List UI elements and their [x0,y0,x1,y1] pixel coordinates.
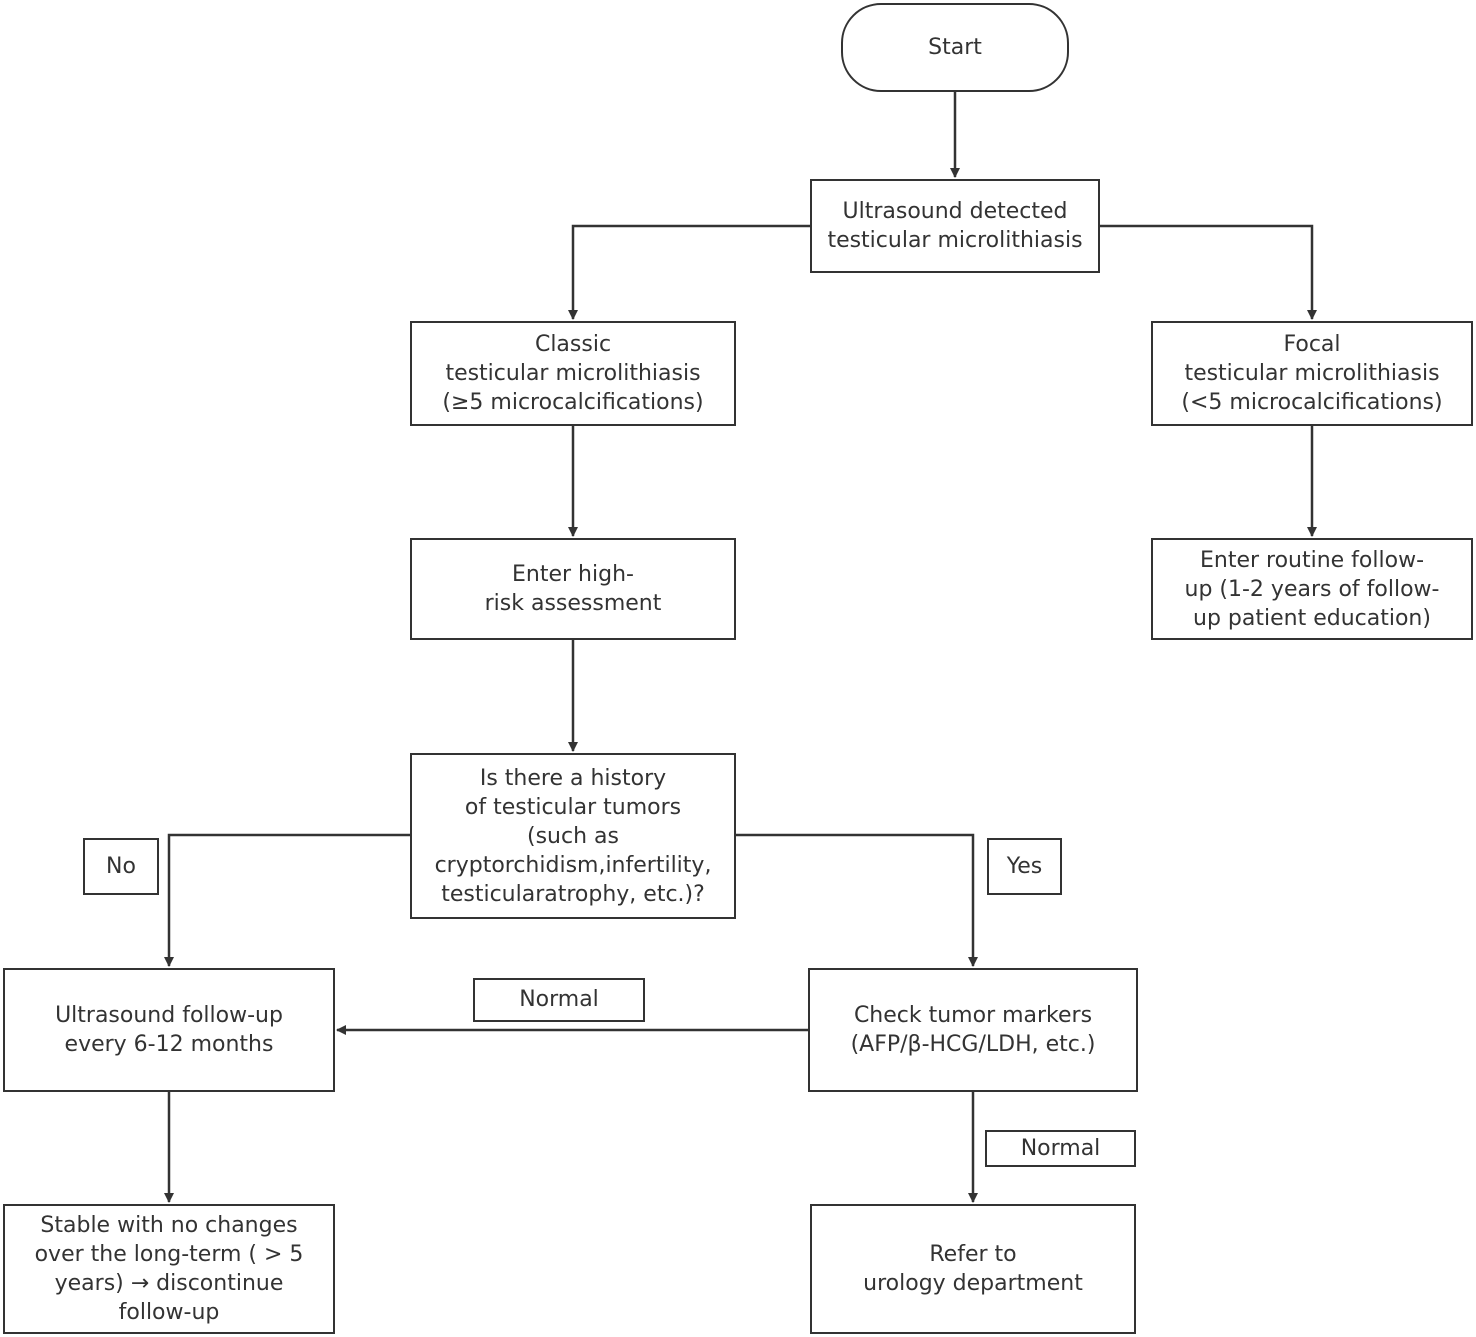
ultrasound-followup-node: Ultrasound follow-up every 6-12 months [3,968,335,1092]
no-branch-label: No [83,838,159,895]
routine-followup-node-label: Enter routine follow- up (1-2 years of f… [1184,547,1440,631]
stable-discontinue-node-label: Stable with no changes over the long-ter… [34,1213,304,1325]
no-branch-label-text: No [106,853,136,879]
history-question-node: Is there a history of testicular tumors … [410,753,736,919]
routine-followup-node: Enter routine follow- up (1-2 years of f… [1151,538,1473,640]
stable-discontinue-node: Stable with no changes over the long-ter… [3,1204,335,1334]
start-node-label: Start [928,35,982,60]
high-risk-node-label: Enter high- risk assessment [484,562,662,616]
tumor-markers-node-label: Check tumor markers (AFP/β-HCG/LDH, etc.… [850,1003,1096,1057]
focal-node: Focal testicular microlithiasis (<5 micr… [1151,321,1473,426]
detected-node-label: Ultrasound detected testicular microlith… [827,199,1083,253]
normal-label-down: Normal [985,1130,1136,1167]
arrow-detected-to-classic [568,224,810,320]
history-question-node-label: Is there a history of testicular tumors … [434,765,712,907]
yes-branch-label: Yes [987,838,1062,895]
focal-node-label: Focal testicular microlithiasis (<5 micr… [1181,332,1443,415]
arrow-detected-to-focal [1100,224,1317,320]
start-node: Start [841,3,1069,92]
refer-urology-node: Refer to urology department [810,1204,1136,1334]
tumor-markers-node: Check tumor markers (AFP/β-HCG/LDH, etc.… [808,968,1138,1092]
arrow-history-no [164,833,410,967]
high-risk-node: Enter high- risk assessment [410,538,736,640]
classic-node: Classic testicular microlithiasis (≥5 mi… [410,321,736,426]
ultrasound-followup-node-label: Ultrasound follow-up every 6-12 months [55,1003,283,1057]
normal-label-down-text: Normal [1020,1135,1101,1161]
yes-branch-label-text: Yes [1006,853,1043,879]
arrow-history-yes [736,833,978,967]
detected-node: Ultrasound detected testicular microlith… [810,179,1100,273]
normal-label-left-text: Normal [519,987,599,1012]
normal-label-left: Normal [473,978,645,1022]
refer-urology-node-label: Refer to urology department [863,1242,1083,1296]
classic-node-label: Classic testicular microlithiasis (≥5 mi… [442,332,704,415]
